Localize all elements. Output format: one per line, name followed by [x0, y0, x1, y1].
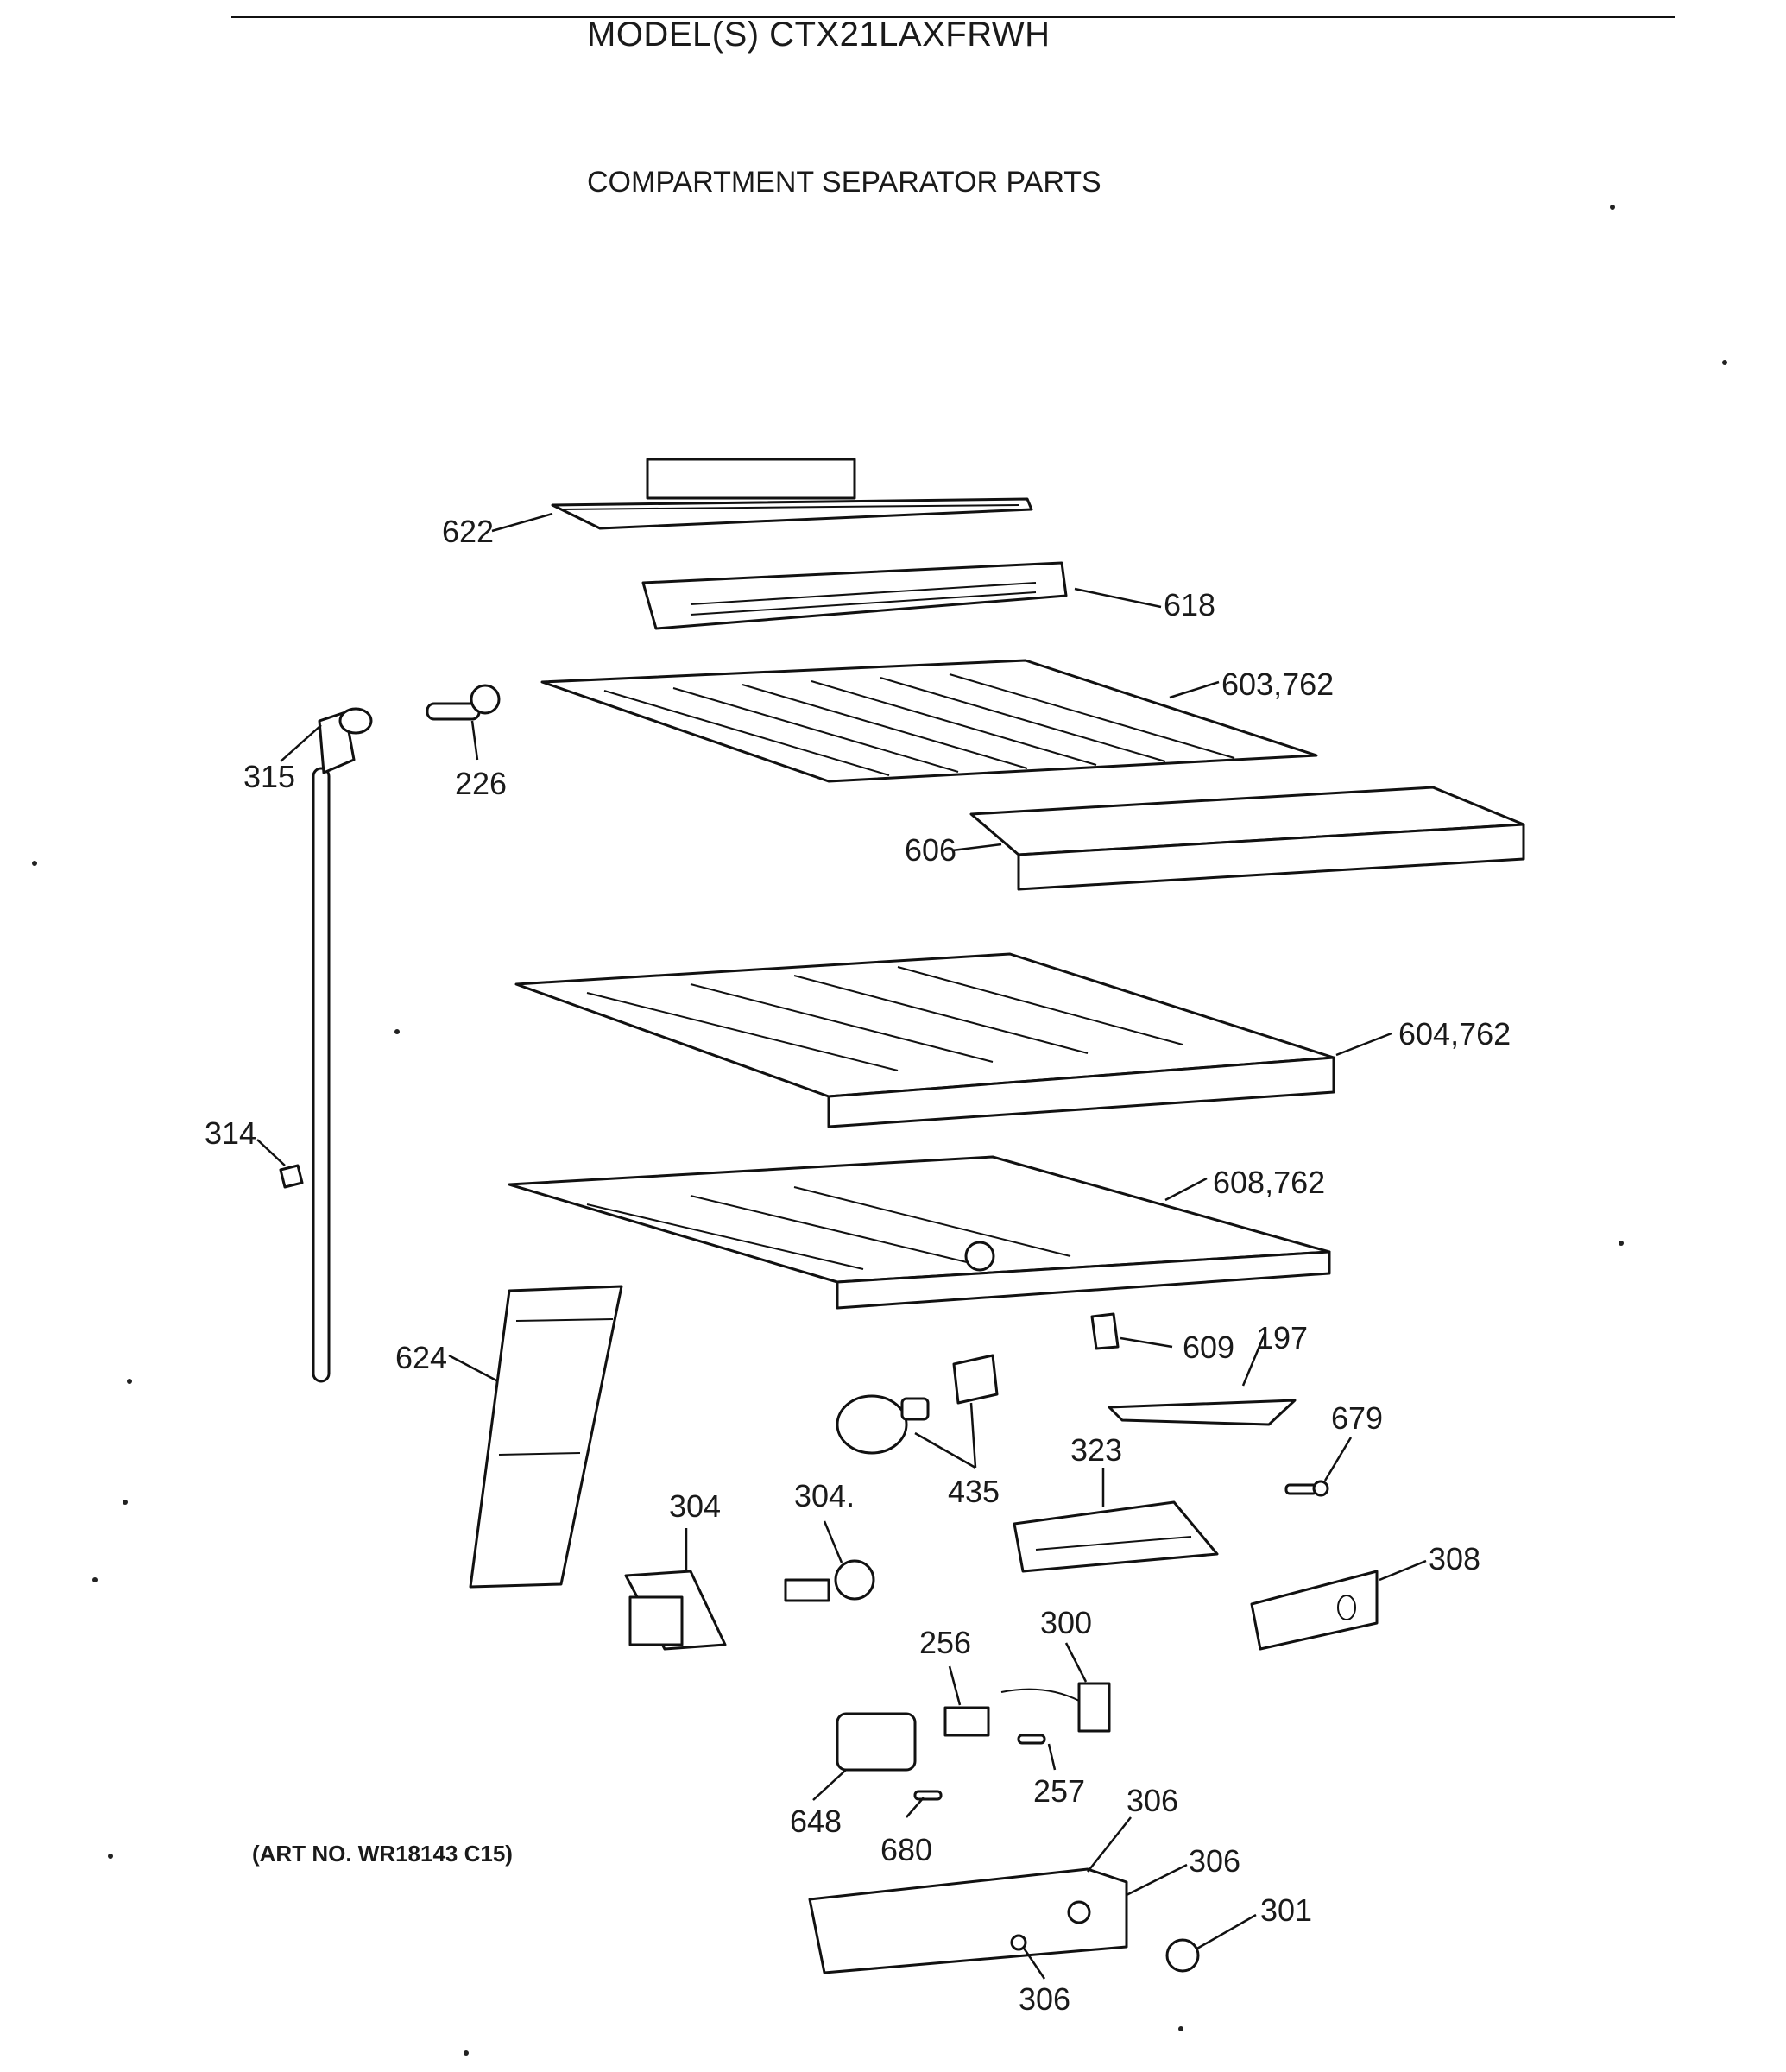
model-title: MODEL(S) CTX21LAXFRWH [587, 16, 1051, 54]
callout-622: 622 [442, 514, 494, 549]
callout-314: 314 [205, 1115, 256, 1151]
part-323-housing [1013, 1500, 1219, 1573]
callout-618: 618 [1164, 587, 1215, 622]
part-603-shelf [540, 659, 1318, 783]
part-306-bracket [808, 1867, 1128, 1974]
part-257-screw [1017, 1734, 1046, 1745]
part-608-pan [508, 1155, 1331, 1310]
callout-226: 226 [455, 766, 507, 801]
callout-608-762: 608,762 [1213, 1165, 1325, 1200]
callout-304-knob: 304. [794, 1478, 855, 1513]
callout-257: 257 [1033, 1773, 1085, 1809]
leader-lines [256, 512, 1427, 1980]
part-435-bulb [836, 1394, 930, 1455]
callout-624: 624 [395, 1340, 447, 1375]
part-606-cover [969, 786, 1525, 891]
callout-680: 680 [880, 1832, 932, 1867]
callout-308: 308 [1429, 1541, 1480, 1576]
part-648-timer [836, 1712, 917, 1772]
callout-301: 301 [1260, 1892, 1312, 1928]
part-197-strap [1108, 1399, 1297, 1426]
scan-specks [32, 205, 1727, 2056]
section-title: COMPARTMENT SEPARATOR PARTS [587, 166, 1101, 199]
part-609-clip [1090, 1312, 1120, 1350]
callout-labels: 622 618 603,762 315 226 606 604,762 314 … [205, 514, 1511, 2017]
part-622-cover [551, 458, 1033, 530]
part-604-pan [514, 952, 1335, 1128]
part-314-clip [279, 1164, 304, 1189]
callout-435: 435 [948, 1474, 1000, 1509]
callout-609: 609 [1183, 1330, 1234, 1365]
part-624-bracket [469, 1285, 623, 1589]
callout-323: 323 [1070, 1432, 1122, 1468]
part-435-socket [952, 1354, 999, 1405]
callout-315: 315 [243, 759, 295, 794]
part-256-switch [943, 1706, 990, 1737]
callout-304-housing: 304 [669, 1488, 721, 1524]
part-226-pin [426, 684, 501, 721]
callout-300: 300 [1040, 1605, 1092, 1640]
callout-603-762: 603,762 [1221, 666, 1334, 702]
callout-648: 648 [790, 1804, 842, 1839]
part-304-housing [624, 1570, 727, 1651]
part-301-cap [1165, 1938, 1200, 1973]
callout-197: 197 [1256, 1320, 1308, 1355]
callout-679: 679 [1331, 1400, 1383, 1436]
callout-604-762: 604,762 [1398, 1016, 1511, 1052]
callout-606: 606 [905, 832, 956, 868]
part-304-knob [784, 1559, 875, 1602]
callout-306-top: 306 [1127, 1783, 1178, 1818]
part-680-screw [913, 1790, 943, 1801]
art-number: (ART NO. WR18143 C15) [252, 1841, 513, 1867]
callout-306-bottom: 306 [1019, 1981, 1070, 2017]
part-315-rod [312, 707, 373, 1383]
part-679-screw [1284, 1480, 1329, 1497]
part-308-bracket [1250, 1570, 1379, 1651]
callout-306-side: 306 [1189, 1843, 1240, 1879]
callout-256: 256 [919, 1625, 971, 1660]
part-300-switch [1000, 1682, 1111, 1733]
header-rule [231, 16, 1675, 18]
part-618-rail [641, 561, 1068, 630]
